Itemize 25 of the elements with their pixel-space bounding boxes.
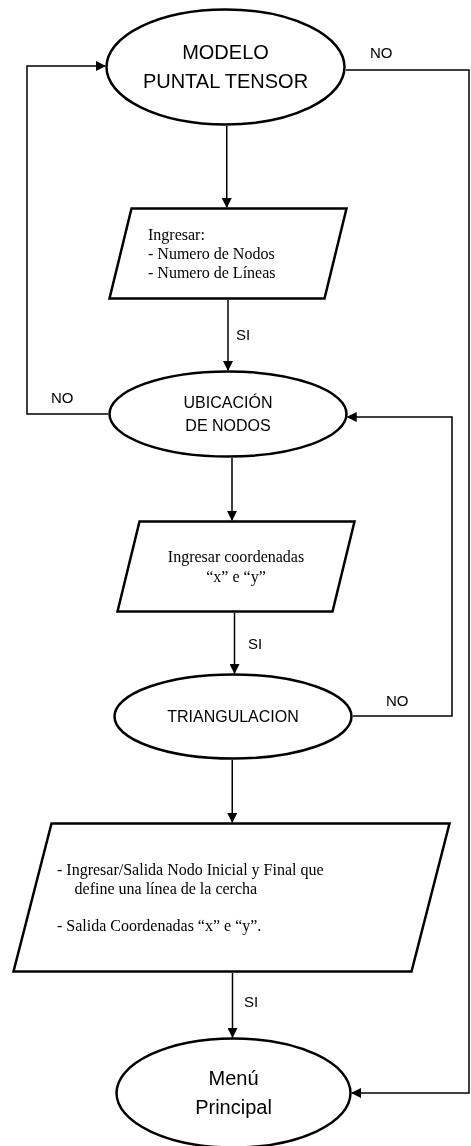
node-text: - Ingresar/Salida Nodo Inicial y Final que define una línea de la cercha bbox=[57, 859, 325, 899]
arrow bbox=[227, 759, 238, 823]
node-text: - Numero de Nodos bbox=[148, 244, 276, 264]
arrow bbox=[223, 299, 233, 371]
node-text: MODELO PUNTAL TENSOR bbox=[141, 40, 310, 94]
input-parallelogram bbox=[12, 822, 451, 973]
node-text: Ingresar coordenadas “x” e “y” bbox=[166, 547, 306, 586]
node-text: TRIANGULACION bbox=[166, 706, 300, 727]
input-parallelogram bbox=[116, 520, 356, 613]
node-text: - Numero de Líneas bbox=[148, 263, 277, 283]
arrow bbox=[26, 61, 109, 415]
arrow bbox=[221, 125, 232, 208]
arrow bbox=[227, 972, 238, 1038]
node-text: Ingresar: bbox=[148, 224, 206, 244]
terminal-ellipse bbox=[108, 370, 348, 458]
arrow bbox=[345, 69, 470, 1098]
input-parallelogram bbox=[108, 207, 348, 300]
node-text: UBICACIÓN DE NODOS bbox=[182, 392, 274, 436]
arrow bbox=[229, 612, 240, 674]
terminal-ellipse bbox=[105, 8, 346, 126]
arrow bbox=[346, 412, 453, 717]
arrow bbox=[227, 457, 237, 521]
node-text: - Salida Coordenadas “x” e “y”. bbox=[57, 916, 263, 936]
node-text: Menú Principal bbox=[194, 1066, 273, 1120]
terminal-ellipse bbox=[113, 673, 353, 760]
